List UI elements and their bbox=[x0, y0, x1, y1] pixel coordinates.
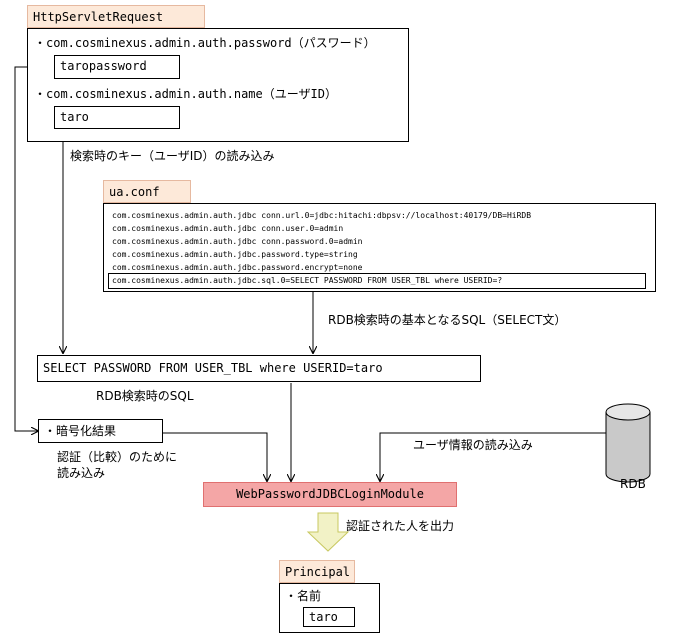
ua-conf-tag: ua.conf bbox=[103, 180, 191, 203]
password-param-label: ・com.cosminexus.admin.auth.password（パスワー… bbox=[34, 36, 376, 50]
principal-name-value: taro bbox=[303, 607, 355, 627]
compare-label-line-2: 読み込み bbox=[57, 466, 106, 480]
login-module-box: WebPasswordJDBCLoginModule bbox=[203, 482, 457, 507]
output-label: 認証された人を出力 bbox=[346, 519, 455, 533]
compare-label-line-1: 認証（比較）のために bbox=[57, 450, 178, 464]
ua-conf-line-2: com.cosminexus.admin.auth.jdbc conn.user… bbox=[112, 224, 344, 233]
ua-conf-box bbox=[103, 203, 656, 292]
ua-conf-sql-line: com.cosminexus.admin.auth.jdbc.sql.0=SEL… bbox=[108, 273, 646, 289]
password-value-field: taropassword bbox=[54, 55, 180, 79]
read-user-info-label: ユーザ情報の読み込み bbox=[413, 438, 533, 452]
base-sql-label: RDB検索時の基本となるSQL（SELECT文） bbox=[328, 313, 567, 327]
principal-tag: Principal bbox=[279, 560, 355, 583]
rdb-database-icon bbox=[605, 403, 651, 483]
ua-conf-line-4: com.cosminexus.admin.auth.jdbc.password.… bbox=[112, 250, 358, 259]
connector-rdb-to-module bbox=[380, 432, 606, 481]
sql-statement-box: SELECT PASSWORD FROM USER_TBL where USER… bbox=[37, 355, 481, 382]
ua-conf-line-5: com.cosminexus.admin.auth.jdbc.password.… bbox=[112, 263, 363, 272]
name-value-field: taro bbox=[54, 106, 180, 129]
principal-name-label: ・名前 bbox=[285, 589, 322, 603]
ua-conf-line-1: com.cosminexus.admin.auth.jdbc conn.url.… bbox=[112, 211, 532, 220]
encrypt-result-box: ・暗号化結果 bbox=[38, 419, 163, 443]
name-param-label: ・com.cosminexus.admin.auth.name（ユーザID） bbox=[34, 87, 337, 101]
http-request-tag: HttpServletRequest bbox=[27, 5, 205, 28]
ua-conf-line-3: com.cosminexus.admin.auth.jdbc conn.pass… bbox=[112, 237, 363, 246]
rdb-sql-label: RDB検索時のSQL bbox=[96, 389, 194, 403]
connector-encrypt-result-to-module bbox=[163, 432, 267, 481]
read-key-label: 検索時のキー（ユーザID）の読み込み bbox=[70, 149, 275, 163]
rdb-label: RDB bbox=[620, 477, 646, 491]
output-arrow bbox=[306, 512, 350, 552]
